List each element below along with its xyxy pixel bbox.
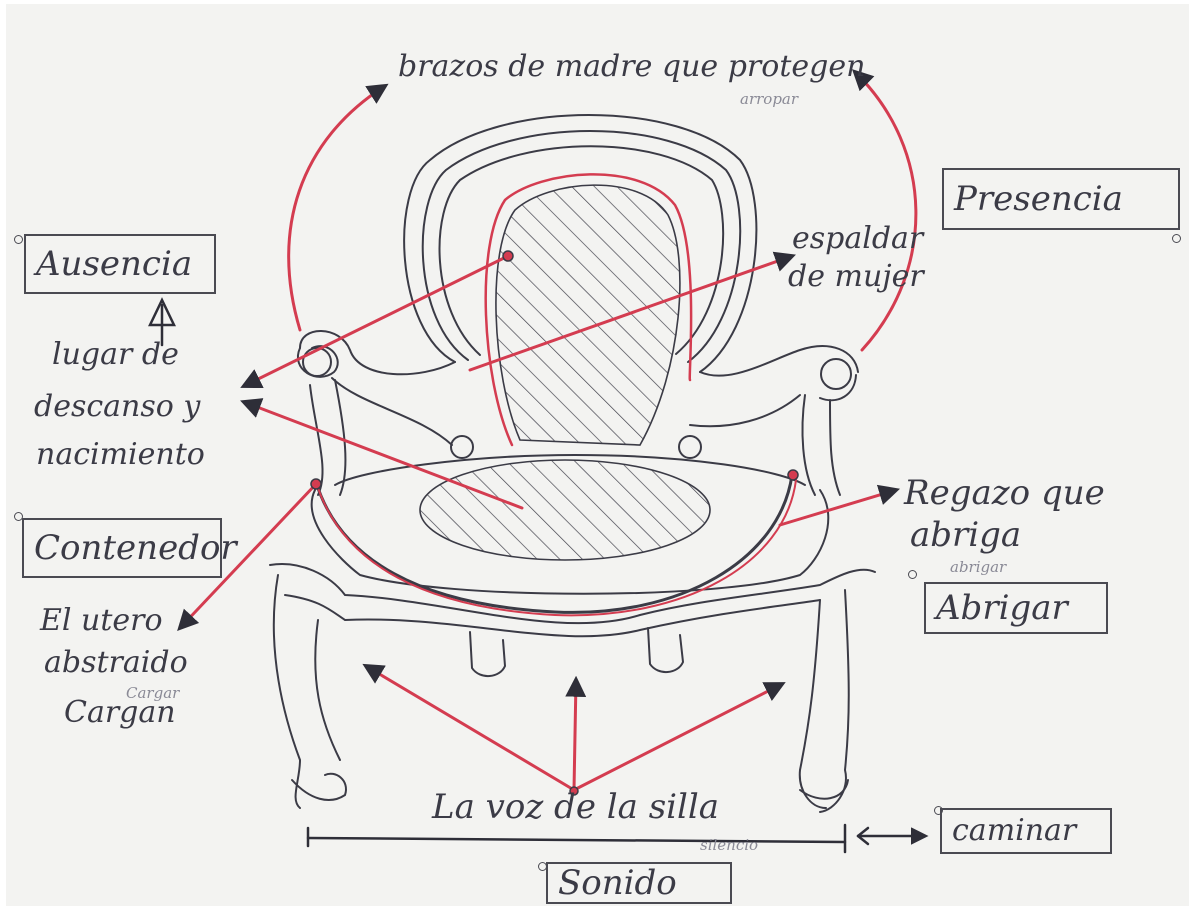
label-utero-1: El utero: [40, 606, 163, 636]
label-ausencia: Ausencia: [24, 234, 216, 294]
label-silencio-small: silencio: [700, 838, 758, 853]
pin-icon: [14, 235, 23, 244]
label-lugar-2: descanso y: [34, 392, 200, 422]
label-top-arc-small: arropar: [740, 92, 798, 107]
label-voz: La voz de la silla: [432, 790, 719, 824]
label-caminar: caminar: [940, 808, 1112, 854]
label-cargar: Cargan: [64, 698, 176, 728]
backrest-hatch: [496, 185, 680, 445]
label-abrigar-small: abrigar: [950, 560, 1006, 575]
pin-icon: [908, 570, 917, 579]
label-top-arc: brazos de madre que protegen: [398, 52, 865, 82]
label-espaldar-1: espaldar: [792, 224, 923, 254]
label-regazo-2: abriga: [910, 518, 1021, 552]
label-espaldar-2: de mujer: [788, 262, 924, 292]
label-lugar-1: lugar de: [52, 340, 179, 370]
label-contenedor: Contenedor: [22, 518, 222, 578]
label-regazo-1: Regazo que: [904, 476, 1105, 510]
pin-icon: [1172, 234, 1181, 243]
seat-hatch: [420, 460, 710, 560]
label-presencia: Presencia: [942, 168, 1180, 230]
label-sonido: Sonido: [546, 862, 732, 904]
label-utero-2: abstraido: [44, 648, 188, 678]
label-lugar-3: nacimiento: [36, 440, 205, 470]
label-abrigar: Abrigar: [924, 582, 1108, 634]
